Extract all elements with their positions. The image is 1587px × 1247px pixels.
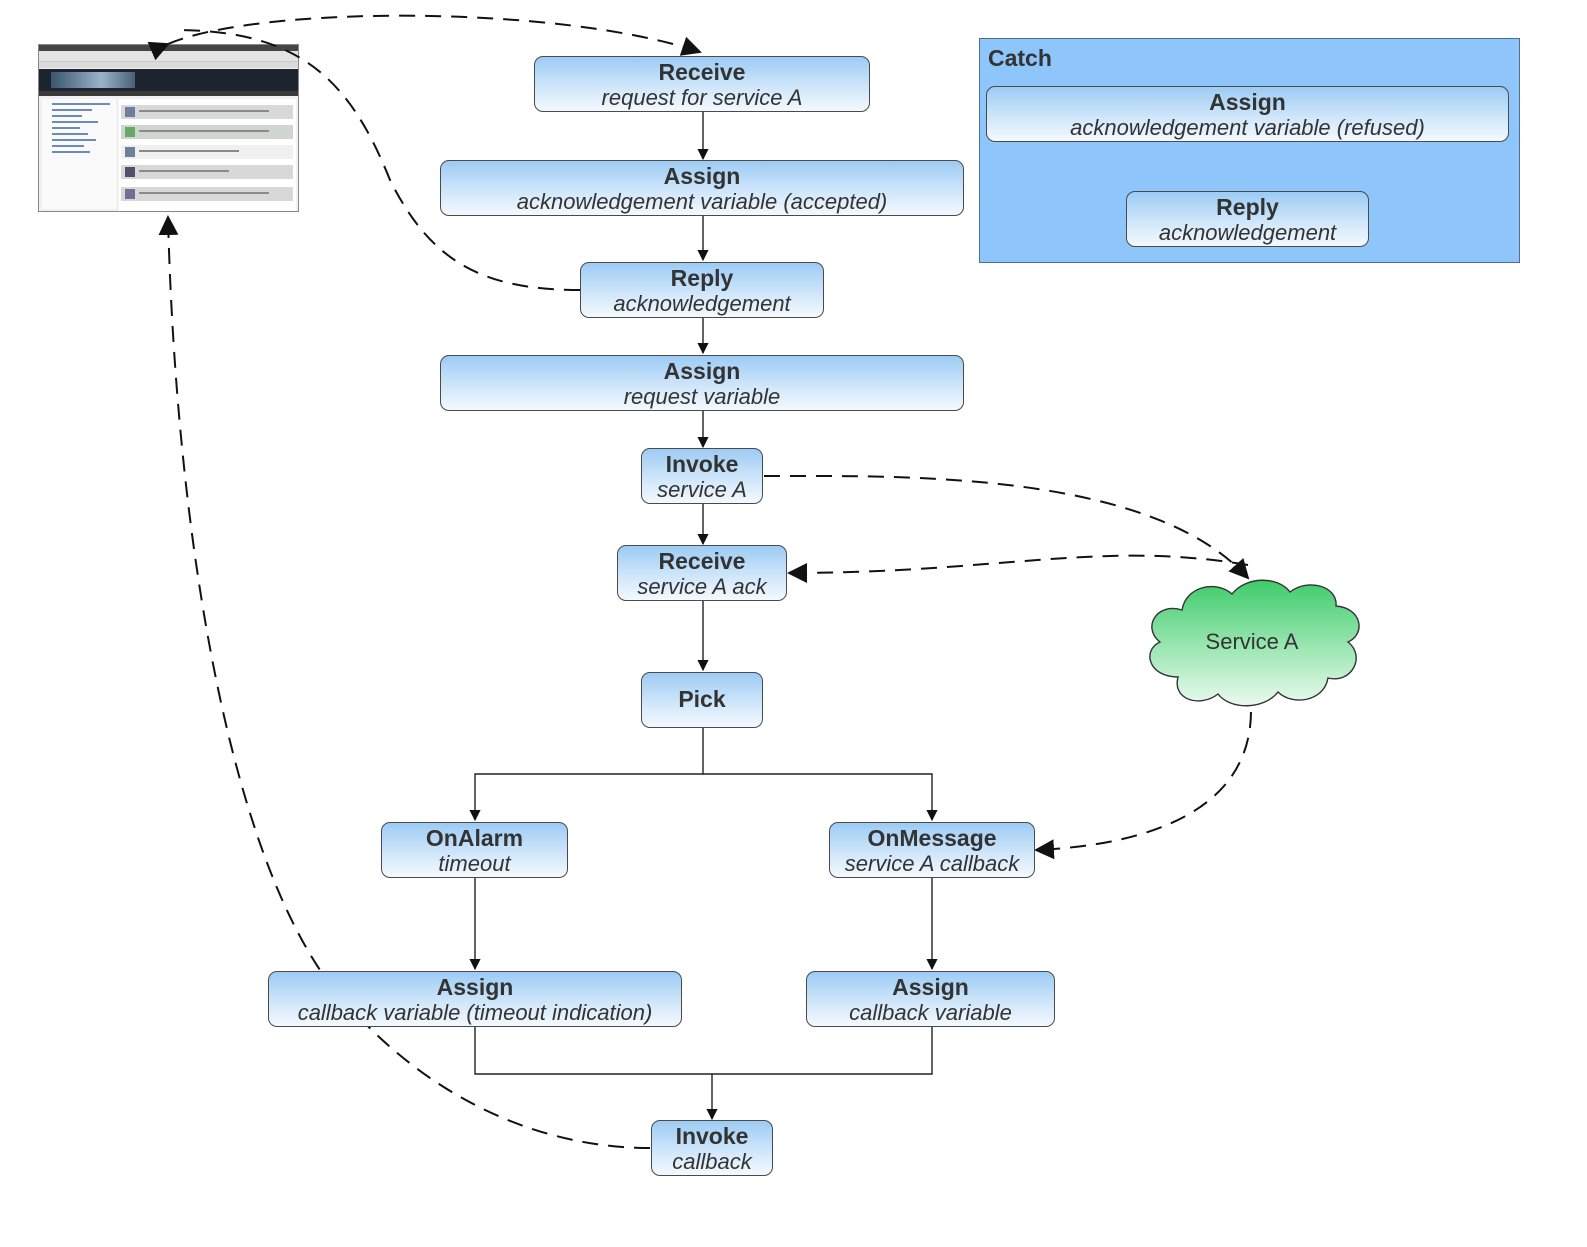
node-assign-request: Assign request variable <box>440 355 964 411</box>
cloud-icon <box>1149 579 1360 707</box>
node-title: Reply <box>1216 194 1279 220</box>
node-invoke-callback: Invoke callback <box>651 1120 773 1176</box>
node-assign-timeout: Assign callback variable (timeout indica… <box>268 971 682 1027</box>
thumb-banner <box>39 69 298 91</box>
node-onalarm: OnAlarm timeout <box>381 822 568 878</box>
msg-reply-to-client <box>174 29 581 291</box>
node-title: Invoke <box>675 1123 749 1149</box>
thumb-nav <box>39 91 298 96</box>
node-subtitle: callback variable (timeout indication) <box>297 1000 653 1025</box>
msg-service-to-onmessage <box>1034 711 1252 860</box>
node-title: Assign <box>663 163 741 189</box>
node-receive-request: Receive request for service A <box>534 56 870 112</box>
edge-join <box>474 1026 933 1075</box>
thumb-logo <box>51 72 135 88</box>
msg-callback-to-client <box>158 215 651 1149</box>
node-title: Pick <box>678 686 726 712</box>
node-title: Invoke <box>665 451 739 477</box>
node-reply-ack: Reply acknowledgement <box>580 262 824 318</box>
node-subtitle: acknowledgement <box>613 291 791 316</box>
node-catch-reply-ack: Reply acknowledgement <box>1126 191 1369 247</box>
client-browser-screenshot <box>38 44 299 212</box>
node-title: Assign <box>1209 89 1286 115</box>
service-a-cloud: Service A <box>1138 572 1366 712</box>
node-subtitle: request variable <box>623 384 781 409</box>
node-title: Reply <box>670 265 734 291</box>
node-pick: Pick <box>641 672 763 728</box>
node-assign-ack-accepted: Assign acknowledgement variable (accepte… <box>440 160 964 216</box>
node-assign-callback: Assign callback variable <box>806 971 1055 1027</box>
thumb-content <box>119 99 296 211</box>
node-subtitle: service A callback <box>844 851 1020 876</box>
node-title: Receive <box>658 548 746 574</box>
edge-pick-split <box>469 728 704 822</box>
node-subtitle: callback variable <box>849 1000 1012 1025</box>
node-subtitle: service A <box>657 477 747 502</box>
node-subtitle: timeout <box>438 851 511 876</box>
node-onmessage: OnMessage service A callback <box>829 822 1035 878</box>
node-subtitle: acknowledgement variable (accepted) <box>516 189 888 214</box>
thumb-sidebar <box>42 99 116 209</box>
node-subtitle: acknowledgement <box>1158 220 1337 245</box>
catch-label: Catch <box>988 45 1052 71</box>
node-title: OnMessage <box>867 825 997 851</box>
service-a-label: Service A <box>1205 629 1299 654</box>
msg-client-to-receive <box>147 14 702 61</box>
edge-pick-split-right <box>703 773 938 822</box>
msg-service-to-receive-ack <box>787 554 1249 583</box>
node-receive-service-ack: Receive service A ack <box>617 545 787 601</box>
node-subtitle: service A ack <box>637 574 767 599</box>
node-title: Assign <box>892 974 969 1000</box>
msg-invoke-to-service <box>763 474 1250 580</box>
node-invoke-service: Invoke service A <box>641 448 763 504</box>
node-subtitle: callback <box>672 1149 752 1174</box>
node-catch-assign-refused: Assign acknowledgement variable (refused… <box>986 86 1509 142</box>
node-subtitle: request for service A <box>601 85 803 110</box>
node-title: Assign <box>663 358 741 384</box>
thumb-tabs <box>39 62 298 68</box>
node-title: Assign <box>436 974 514 1000</box>
node-subtitle: acknowledgement variable (refused) <box>1070 115 1425 140</box>
node-title: Receive <box>658 59 746 85</box>
node-title: OnAlarm <box>425 825 524 851</box>
